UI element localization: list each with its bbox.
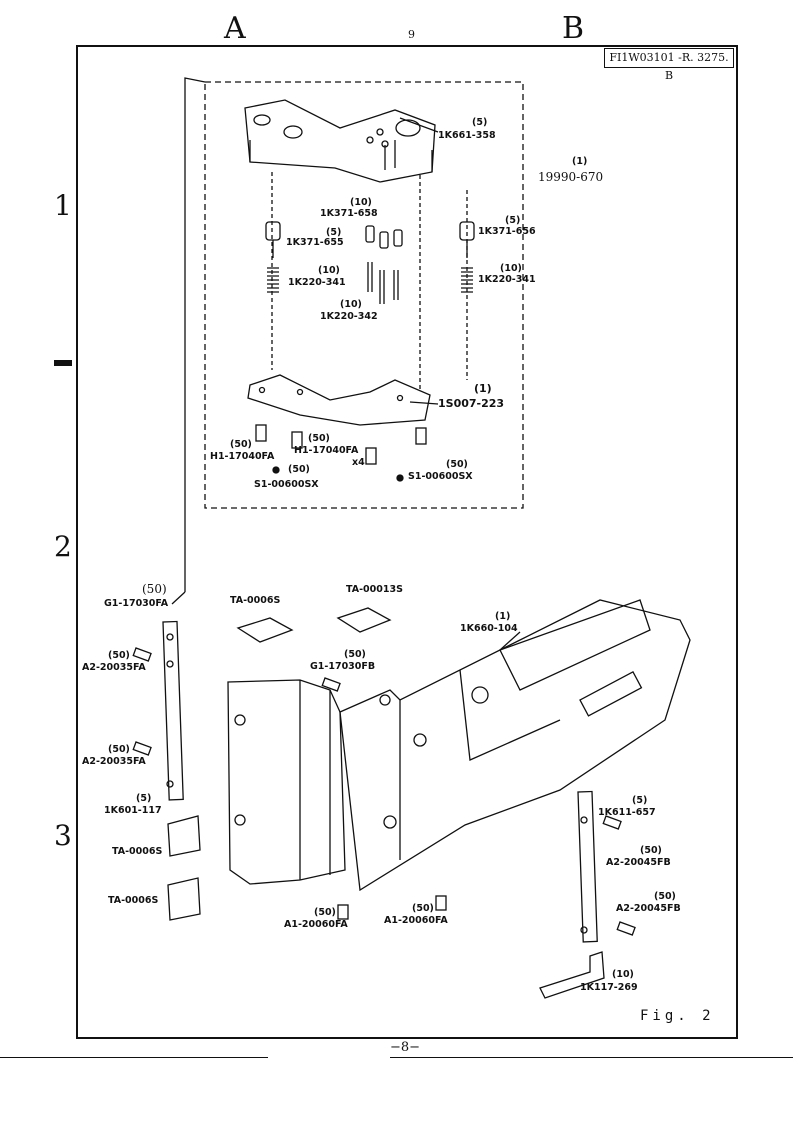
row-number-1: 1 [54, 189, 72, 222]
drawing-frame [76, 45, 738, 1039]
part-qty: (5) [505, 215, 521, 226]
part-qty: (1) [495, 611, 511, 622]
column-letter-a: A [224, 11, 246, 46]
part-number: S1-00600SX [254, 479, 319, 490]
leader-line [184, 77, 206, 592]
row-number-3: 3 [54, 819, 72, 852]
part-qty: (10) [500, 263, 522, 274]
label-sheet-ta-0006s-middle [167, 815, 201, 857]
assembly-part-number: 19990-670 [538, 170, 604, 184]
part-number: 1K220-341 [288, 277, 346, 288]
part-qty: (1) [474, 382, 492, 395]
part-qty: (5) [136, 793, 152, 804]
label-sheet-ta-00013s [336, 607, 392, 633]
part-number: 1K220-342 [320, 311, 378, 322]
label-sheet-ta-0006s-lower [167, 877, 201, 921]
part-number: A1-20060FA [384, 915, 448, 926]
top-mark: 9 [408, 28, 415, 41]
part-qty: (5) [326, 227, 342, 238]
part-number: 1K117-269 [580, 982, 638, 993]
lower-plate-outline [247, 374, 431, 426]
figure-label: Fig. 2 [640, 1008, 715, 1024]
left-bracket-outline [227, 679, 346, 885]
part-qty: (50) [640, 845, 662, 856]
part-number: G1-17030FB [310, 661, 376, 672]
part-qty: (10) [318, 265, 340, 276]
label-sheet-ta-0006s-upper [236, 617, 294, 643]
part-number: A2-20035FA [82, 662, 146, 673]
part-qty: (50) [314, 907, 336, 918]
footer-rule-left [0, 1057, 268, 1058]
part-qty: (50) [230, 439, 252, 450]
part-label: (5) [472, 117, 488, 128]
part-number: TA-0006S [108, 895, 159, 906]
part-qty: (50) [344, 649, 366, 660]
part-qty: (50) [446, 459, 468, 470]
part-number: 1K371-655 [286, 237, 344, 248]
page-number: −8− [390, 1040, 421, 1055]
l-key-outline [539, 951, 605, 999]
part-number: A2-20045FB [606, 857, 671, 868]
part-number: 1K660-104 [460, 623, 518, 634]
part-number: G1-17030FA [104, 598, 169, 609]
document-number: FI1W03101 -R. 3275. B [604, 48, 734, 82]
part-number: 1K371-658 [320, 208, 378, 219]
part-number: 1K661-358 [438, 130, 496, 141]
footer-rule-right [390, 1057, 793, 1058]
part-number: TA-00013S [346, 584, 403, 595]
part-number: 1S007-223 [438, 397, 505, 410]
assembly-qty: (1) [572, 156, 588, 167]
part-qty: (50) [308, 433, 330, 444]
part-qty: (10) [340, 299, 362, 310]
part-number: H1-17040FA [294, 445, 359, 456]
part-qty: (50) [108, 650, 130, 661]
part-qty: x4 [352, 457, 365, 468]
part-number: 1K220-341 [478, 274, 536, 285]
part-qty: (50) [654, 891, 676, 902]
part-qty: (50) [412, 903, 434, 914]
part-number: TA-0006S [112, 846, 163, 857]
part-qty: (50) [142, 582, 167, 596]
part-number: TA-0006S [230, 595, 281, 606]
upper-block-outline [244, 99, 436, 183]
part-number: A2-20045FB [616, 903, 681, 914]
part-number: 1K601-117 [104, 805, 162, 816]
row-number-2: 2 [54, 530, 72, 563]
column-letter-b: B [562, 11, 585, 46]
part-qty: (50) [288, 464, 310, 475]
part-qty: (5) [632, 795, 648, 806]
main-frame-outline [339, 599, 691, 892]
part-number: 1K611-657 [598, 807, 656, 818]
part-qty: (50) [108, 744, 130, 755]
part-qty: (10) [612, 969, 634, 980]
part-qty: (10) [350, 197, 372, 208]
part-number: 1K371-656 [478, 226, 536, 237]
part-number: A2-20035FA [82, 756, 146, 767]
part-number: H1-17040FA [210, 451, 275, 462]
part-number: A1-20060FA [284, 919, 348, 930]
row-marker [54, 360, 72, 366]
upper-assembly-boundary [204, 81, 524, 509]
part-number: S1-00600SX [408, 471, 473, 482]
